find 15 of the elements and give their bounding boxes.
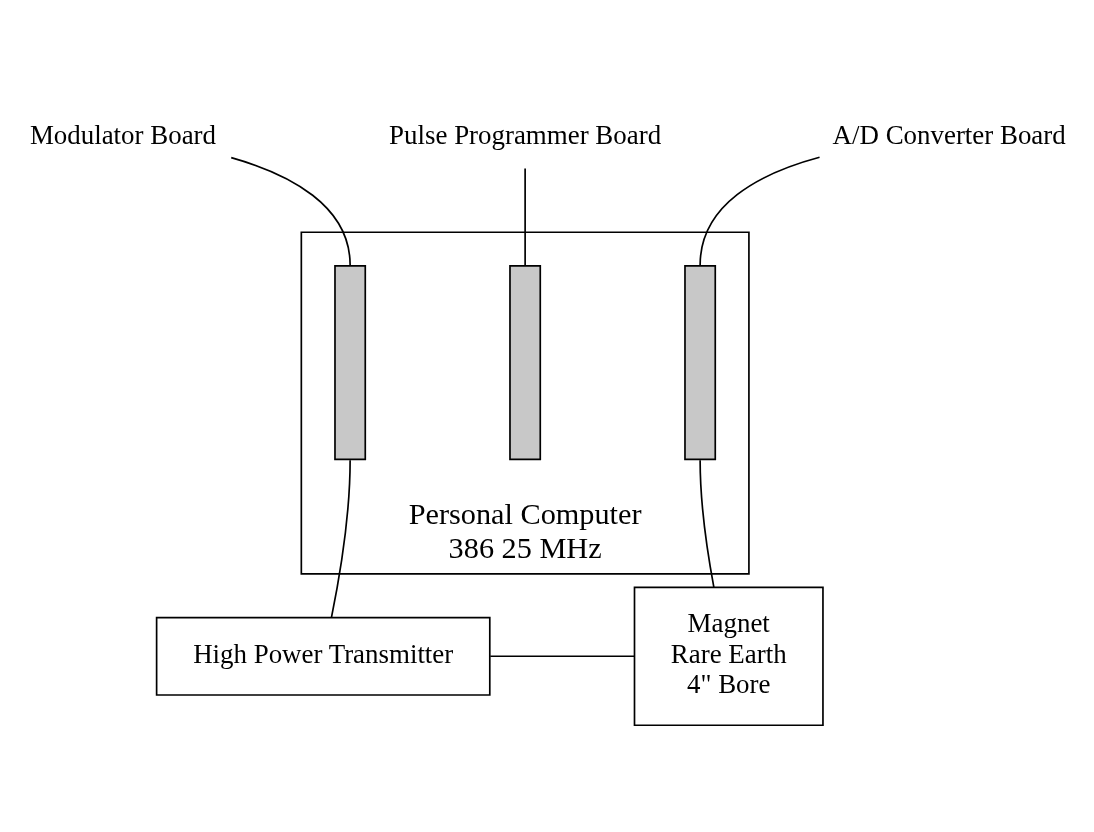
node-box: High Power Transmitter (155, 616, 491, 696)
node-bar (334, 264, 367, 460)
connector (699, 458, 715, 588)
cluster: Personal Computer 386 25 MHz (300, 230, 750, 575)
node-bar (684, 264, 717, 460)
node-box: Magnet Rare Earth 4" Bore (633, 585, 824, 726)
node-text: A/D Converter Board (832, 119, 1066, 150)
connector (230, 156, 351, 266)
connector (699, 155, 821, 266)
node-bar (509, 264, 542, 460)
node-text: Pulse Programmer Board (389, 119, 662, 150)
connector (330, 458, 351, 618)
connector (524, 167, 526, 266)
connector (489, 654, 636, 657)
node-text: Modulator Board (29, 119, 217, 150)
